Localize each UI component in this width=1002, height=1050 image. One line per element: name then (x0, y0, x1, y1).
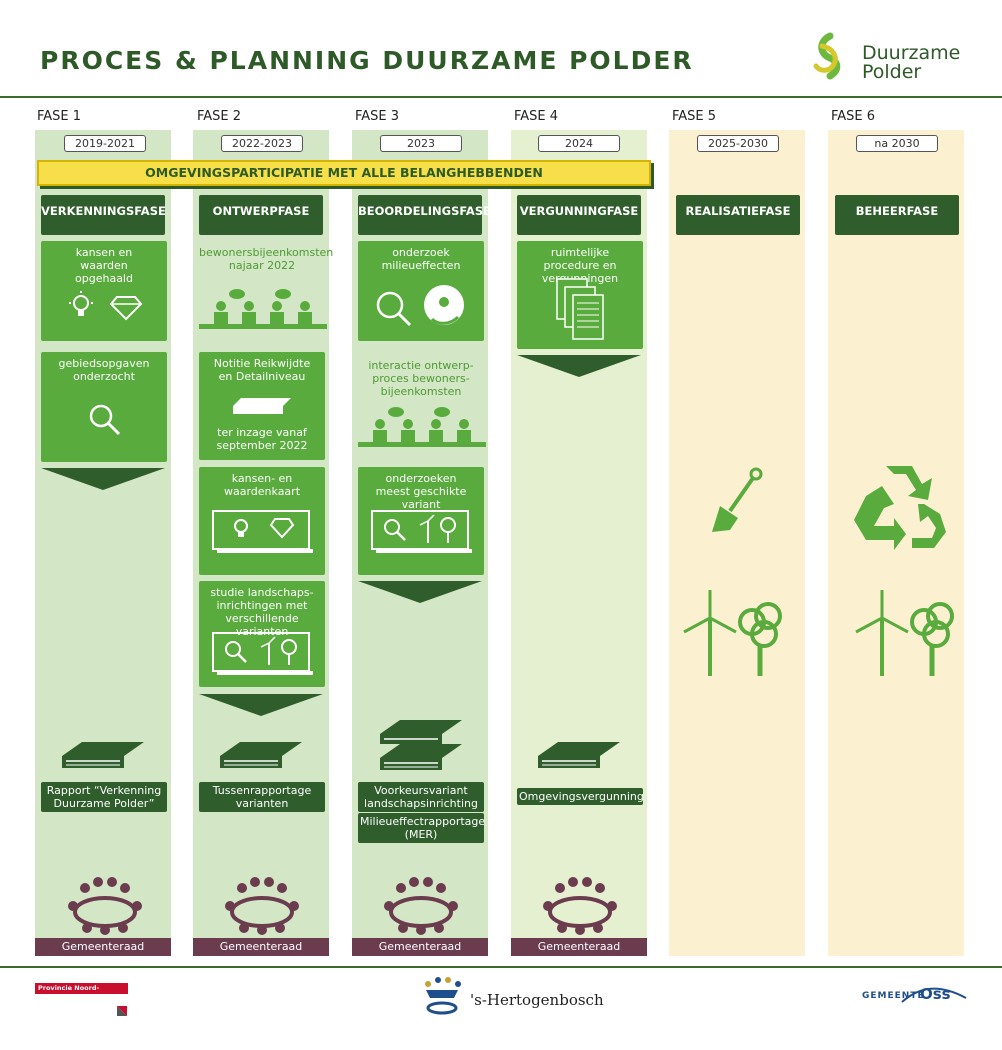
recycle-icon (854, 466, 946, 550)
card-text: gebiedsopgaven onderzocht (58, 357, 150, 383)
meeting-people-icon (199, 289, 327, 329)
participation-banner: OMGEVINGSPARTICIPATIE MET ALLE BELANGHEB… (37, 160, 651, 186)
card-text: ter inzage vanaf september 2022 (216, 426, 308, 452)
oss-swoosh-icon (901, 987, 967, 1003)
magnifier-earth-hand-icon (376, 285, 464, 327)
duurzame-polder-logo (813, 32, 841, 80)
council-meeting-icon (543, 877, 617, 935)
book-icon (62, 742, 144, 768)
map-magnifier-turbine-tree-icon (212, 632, 313, 675)
phase-header: BEOORDELINGSFASE (358, 195, 491, 235)
turbine-tree-icon (683, 590, 782, 676)
card-onderzoek-milieueffecten: onderzoek milieueffecten (358, 241, 484, 341)
top-divider (0, 96, 1002, 98)
card-ruimtelijke-procedure: ruimtelijke procedure en vergunningen (517, 241, 643, 349)
phase-header: REALISATIEFASE (676, 195, 800, 235)
book-icon (538, 742, 620, 768)
card-kansen-waardenkaart: kansen- en waardenkaart (199, 467, 325, 575)
lightbulb-diamond-icon (69, 291, 143, 321)
text-bewonersbijeenkomsten: bewonersbijeenkomsten najaar 2022 (199, 246, 334, 272)
book-icon (233, 398, 291, 414)
council-meeting-icon (68, 877, 142, 935)
page-title: PROCES & PLANNING DUURZAME POLDER (40, 46, 694, 75)
logo-line1: Duurzame (862, 42, 961, 64)
phase-header: BEHEERFASE (835, 195, 959, 235)
provincie-logo: Provincie Noord-Brabant (35, 983, 128, 1003)
report-tussenrapportage: Tussenrapportage varianten (199, 782, 325, 812)
books-stack-icon (380, 720, 462, 770)
card-text: kansen- en waardenkaart (223, 472, 301, 498)
phase-header: VERKENNINGSFASE (41, 195, 166, 235)
card-notitie-reikwijdte: Notitie Reikwijdte en Detailniveau ter i… (199, 352, 325, 460)
year-box: 2019-2021 (64, 135, 146, 152)
fase-label: FASE 1 (37, 109, 82, 124)
card-text: studie landschaps-inrichtingen met versc… (210, 586, 314, 638)
council-meeting-icon (384, 877, 458, 935)
card-text: Notitie Reikwijdte en Detailniveau (213, 357, 311, 383)
year-box: 2023 (380, 135, 462, 152)
card-text: kansen en waarden opgehaald (75, 246, 133, 285)
card-kansen-waarden: kansen en waarden opgehaald (41, 241, 167, 341)
magnifier-icon (89, 404, 121, 436)
bottom-divider (0, 966, 1002, 968)
column-fase-5 (669, 130, 805, 956)
arrow-down (199, 694, 323, 716)
council-label: Gemeenteraad (511, 938, 647, 956)
fase-label: FASE 2 (197, 109, 242, 124)
arrow-down (358, 581, 482, 603)
text-interactie-ontwerp: interactie ontwerp-proces bewoners-bijee… (368, 359, 474, 398)
year-box: 2024 (538, 135, 620, 152)
council-meeting-icon (225, 877, 299, 935)
fase-label: FASE 3 (355, 109, 400, 124)
logo-text: Duurzame Polder (862, 44, 960, 82)
hertogenbosch-logo-text: 's-Hertogenbosch (470, 991, 604, 1009)
card-text: onderzoeken meest geschikte variant (375, 472, 467, 511)
turbine-tree-icon (855, 590, 954, 676)
fase-label: FASE 5 (672, 109, 717, 124)
arrow-down (41, 468, 165, 490)
fase-label: FASE 6 (831, 109, 876, 124)
documents-icon (556, 278, 604, 340)
report-mer: Milieueffectrapportage (MER) (358, 813, 486, 843)
year-box: 2025-2030 (697, 135, 779, 152)
report-omgevingsvergunning: Omgevingsvergunning (517, 788, 644, 805)
fase-label: FASE 4 (514, 109, 559, 124)
arrow-down (517, 355, 641, 377)
card-text: onderzoek milieueffecten (381, 246, 461, 272)
card-studie-landschaps: studie landschaps-inrichtingen met versc… (199, 581, 325, 687)
card-gebiedsopgaven: gebiedsopgaven onderzocht (41, 352, 167, 462)
phase-header: ONTWERPFASE (199, 195, 323, 235)
book-icon (220, 742, 302, 768)
council-label: Gemeenteraad (35, 938, 171, 956)
council-label: Gemeenteraad (352, 938, 488, 956)
provincie-mark-icon (117, 1006, 127, 1016)
shovel-icon (712, 467, 763, 532)
meeting-people-icon (358, 407, 486, 447)
phase-header: VERGUNNINGFASE (517, 195, 641, 235)
map-lightbulb-diamond-icon (212, 510, 313, 553)
report-voorkeursvariant: Voorkeursvariant landschapsinrichting (358, 782, 484, 812)
logo-line2: Polder (862, 61, 922, 83)
card-onderzoeken-variant: onderzoeken meest geschikte variant (358, 467, 484, 575)
map-magnifier-turbine-tree-icon (371, 510, 472, 553)
gemeente-label: GEMEENTE (862, 991, 925, 1001)
report-verkenning: Rapport “Verkenning Duurzame Polder” (41, 782, 167, 812)
year-box: 2022-2023 (221, 135, 303, 152)
council-label: Gemeenteraad (193, 938, 329, 956)
year-box: na 2030 (856, 135, 938, 152)
hertogenbosch-crest-icon (425, 977, 461, 1015)
